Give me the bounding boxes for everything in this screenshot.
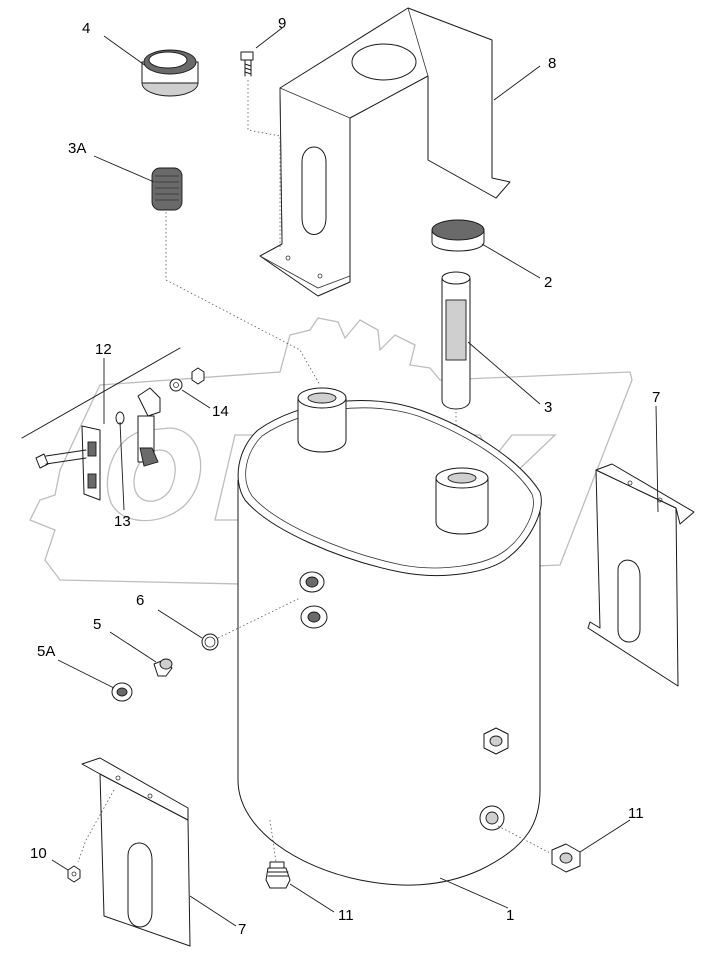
callout-3a: 3A — [68, 140, 86, 157]
part-10-nut — [67, 865, 81, 883]
callout-5a: 5A — [37, 643, 55, 660]
callout-13: 13 — [114, 513, 131, 530]
leader-13 — [119, 421, 125, 511]
gauge-14-washer — [169, 378, 183, 392]
leader-5 — [109, 631, 157, 663]
gauge-14-nut — [191, 367, 205, 385]
callout-12: 12 — [95, 341, 112, 358]
leader-lines — [51, 27, 659, 927]
callout-11-right: 11 — [628, 805, 644, 822]
part-11-plug-right — [497, 825, 581, 873]
leader-4 — [103, 35, 147, 67]
callout-10: 10 — [30, 845, 47, 862]
bracket-8-slot — [301, 146, 327, 235]
leader-1 — [439, 877, 509, 909]
callout-7-right: 7 — [652, 389, 660, 406]
bracket-8-top-hole — [351, 43, 417, 81]
bolt-9-head — [240, 51, 254, 61]
leader-8 — [493, 65, 541, 101]
leader-11-bottom — [289, 883, 335, 913]
callout-1: 1 — [506, 907, 514, 924]
callout-5: 5 — [93, 616, 101, 633]
gauge-12-plate — [81, 425, 101, 501]
cap-4-top — [148, 51, 188, 69]
part-5-plug — [153, 658, 173, 677]
leader-5a — [57, 659, 115, 689]
part-4-cap — [141, 49, 199, 97]
part-9-bolt — [240, 51, 281, 250]
leader-9 — [255, 27, 283, 49]
bracket-7-bottom-slot — [127, 842, 153, 928]
tank-port-right-lower — [479, 805, 505, 831]
cap-2-top — [431, 219, 485, 241]
callout-2: 2 — [544, 274, 552, 291]
leader-7-right — [655, 405, 659, 513]
callout-11-bottom: 11 — [338, 907, 354, 924]
callout-6: 6 — [136, 592, 144, 609]
part-2-cap-disc — [431, 219, 485, 252]
bracket-7-right-slot — [617, 559, 641, 643]
leader-2 — [481, 243, 541, 279]
callout-4: 4 — [82, 20, 90, 37]
leader-11-right — [579, 819, 631, 853]
strainer-3a-body — [151, 167, 183, 211]
part-8-top-bracket — [259, 7, 511, 297]
part-6-o-ring — [201, 597, 301, 651]
leader-3a — [93, 155, 155, 183]
part-1-tank — [237, 387, 542, 886]
callout-labels: 4 9 8 3A 2 12 3 14 7 13 6 5 5A 11 10 11 … — [30, 15, 660, 938]
part-11-plug-bottom — [265, 861, 291, 889]
leader-3 — [467, 341, 541, 405]
part-5a-fitting — [111, 682, 133, 702]
part-3-filler-tube — [441, 271, 471, 470]
filler-tube-screen — [445, 299, 467, 361]
leader-6 — [157, 609, 203, 639]
callout-3: 3 — [544, 399, 552, 416]
tank-port-lower — [300, 605, 328, 629]
tank-port-right-upper — [483, 727, 509, 755]
gauge-13-lens — [137, 387, 161, 417]
leader-7-bottom — [189, 895, 237, 927]
part-12-sight-gauge — [21, 347, 205, 501]
part-3a-strainer — [151, 167, 321, 386]
tank-port-upper — [299, 571, 325, 593]
leader-10 — [51, 859, 69, 871]
callout-9: 9 — [278, 15, 286, 32]
part-7-bottom-bracket — [77, 757, 191, 947]
callout-8: 8 — [548, 55, 556, 72]
leader-14 — [181, 389, 211, 409]
callout-7-bottom: 7 — [238, 921, 246, 938]
callout-14: 14 — [212, 403, 229, 420]
part-7-right-bracket — [587, 463, 695, 687]
